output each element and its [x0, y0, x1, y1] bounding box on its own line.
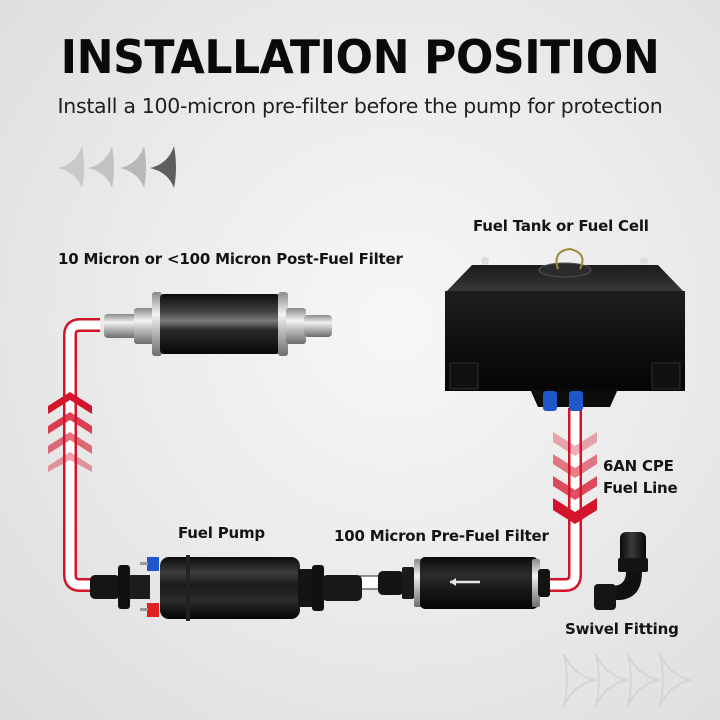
fuel-line-label-line1: 6AN CPE	[603, 457, 674, 475]
page-title: INSTALLATION POSITION	[60, 30, 660, 84]
post-fuel-filter-icon	[104, 292, 332, 356]
fuel-line-label: 6AN CPE Fuel Line	[603, 455, 678, 499]
fuel-pump-label: Fuel Pump	[178, 524, 265, 542]
pre-fuel-filter-icon	[378, 557, 550, 609]
fuel-line-label-line2: Fuel Line	[603, 479, 678, 497]
pre-filter-label: 100 Micron Pre-Fuel Filter	[334, 527, 549, 545]
page-subtitle: Install a 100-micron pre-filter before t…	[57, 94, 663, 118]
fuel-tank-label: Fuel Tank or Fuel Cell	[473, 217, 649, 235]
decorative-right-arrows-icon	[563, 653, 693, 707]
fuel-tank-icon	[445, 247, 685, 411]
swivel-fitting-icon	[594, 532, 648, 610]
flow-direction-down-arrows-icon	[553, 432, 597, 524]
flow-direction-up-arrows-icon	[48, 392, 92, 472]
fuel-pump-icon	[90, 555, 362, 621]
swivel-fitting-label: Swivel Fitting	[565, 620, 679, 638]
decorative-left-arrows-icon	[58, 146, 176, 188]
post-filter-label: 10 Micron or <100 Micron Post-Fuel Filte…	[58, 250, 403, 268]
